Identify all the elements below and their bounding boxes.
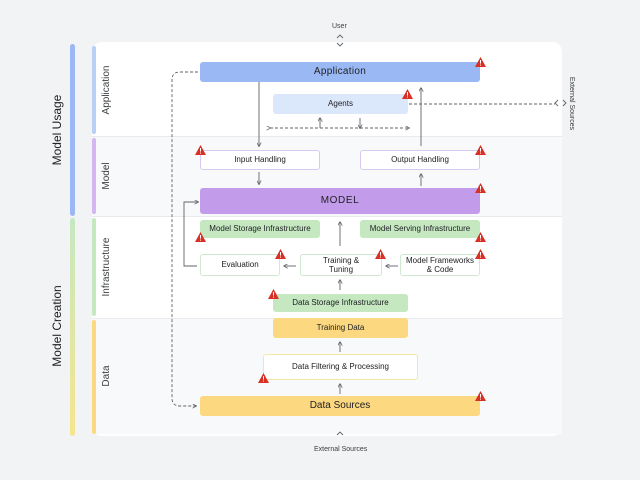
warning-icon xyxy=(195,232,206,242)
user-chevrons xyxy=(336,34,344,47)
bottom-chevron xyxy=(336,431,344,436)
model-layer-stripe xyxy=(92,138,96,214)
application-box: Application xyxy=(200,62,480,82)
warning-icon xyxy=(375,249,386,259)
training-tuning-box: Training & Tuning xyxy=(300,254,382,276)
model-usage-stripe xyxy=(70,44,75,216)
model-creation-stripe xyxy=(70,218,75,436)
user-label: User xyxy=(332,23,347,30)
warning-icon xyxy=(258,373,269,383)
warning-icon xyxy=(268,289,279,299)
warning-icon xyxy=(475,391,486,401)
model-serving-box: Model Serving Infrastructure xyxy=(360,220,480,238)
layer-divider xyxy=(92,136,562,137)
warning-icon xyxy=(475,232,486,242)
layer-divider xyxy=(92,216,562,217)
evaluation-box: Evaluation xyxy=(200,254,280,276)
right-chevrons xyxy=(554,99,567,107)
warning-icon xyxy=(275,249,286,259)
application-layer-stripe xyxy=(92,46,96,134)
application-to-data-sources-link xyxy=(171,71,198,406)
external-sources-bottom-label: External Sources xyxy=(314,446,368,453)
warning-icon xyxy=(475,183,486,193)
model-storage-box: Model Storage Infrastructure xyxy=(200,220,320,238)
input-handling-box: Input Handling xyxy=(200,150,320,170)
model-box: MODEL xyxy=(200,188,480,214)
output-handling-box: Output Handling xyxy=(360,150,480,170)
warning-icon xyxy=(195,145,206,155)
infrastructure-layer-stripe xyxy=(92,218,96,316)
data-layer-stripe xyxy=(92,320,96,434)
training-data-box: Training Data xyxy=(273,318,408,338)
evaluation-loop-arrow xyxy=(183,202,198,267)
data-sources-box: Data Sources xyxy=(200,396,480,416)
warning-icon xyxy=(402,89,413,99)
agents-box: Agents xyxy=(273,94,408,114)
warning-icon xyxy=(475,57,486,67)
data-storage-box: Data Storage Infrastructure xyxy=(273,294,408,312)
warning-icon xyxy=(475,249,486,259)
model-frameworks-box: Model Frameworks & Code xyxy=(400,254,480,276)
warning-icon xyxy=(475,145,486,155)
data-filtering-box: Data Filtering & Processing xyxy=(263,354,418,380)
